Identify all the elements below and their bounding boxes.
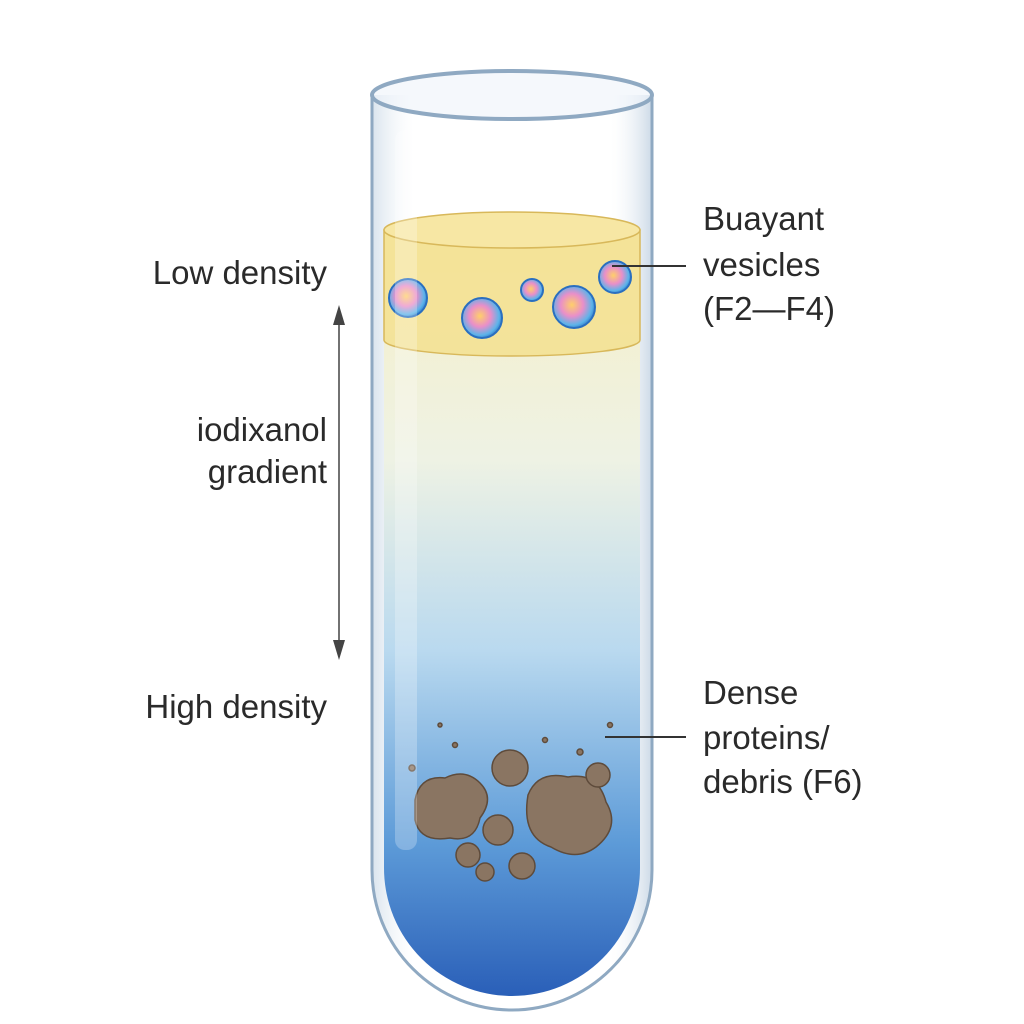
vesicle [388,278,428,318]
debris-clump [491,749,529,787]
density-arrow [333,305,345,660]
vesicles-label-line3: (F2—F4) [703,290,835,327]
vesicle [520,278,544,302]
debris-clump [482,814,514,846]
debris-clump [414,773,489,840]
vesicle [461,297,503,339]
debris-label-line3: debris (F6) [703,763,863,800]
debris-label-line2: proteins/ [703,719,830,756]
vesicle [598,260,632,294]
vesicles-label-line2: vesicles [703,246,820,283]
debris-label-line1: Dense [703,674,798,711]
vesicles-label-line1: Buayant [703,200,824,237]
low-density-label: Low density [153,254,328,291]
debris-pellet [408,721,614,882]
gradient-label-line2: gradient [208,453,327,490]
debris-clump [475,862,495,882]
debris-clump [455,842,481,868]
debris-clump [525,774,613,856]
debris-clump [508,852,536,880]
high-density-label: High density [145,688,327,725]
tube-rim [370,69,654,121]
vesicle [552,285,596,329]
vesicles [388,260,632,339]
debris-clump [585,762,611,788]
gradient-label-line1: iodixanol [197,411,327,448]
